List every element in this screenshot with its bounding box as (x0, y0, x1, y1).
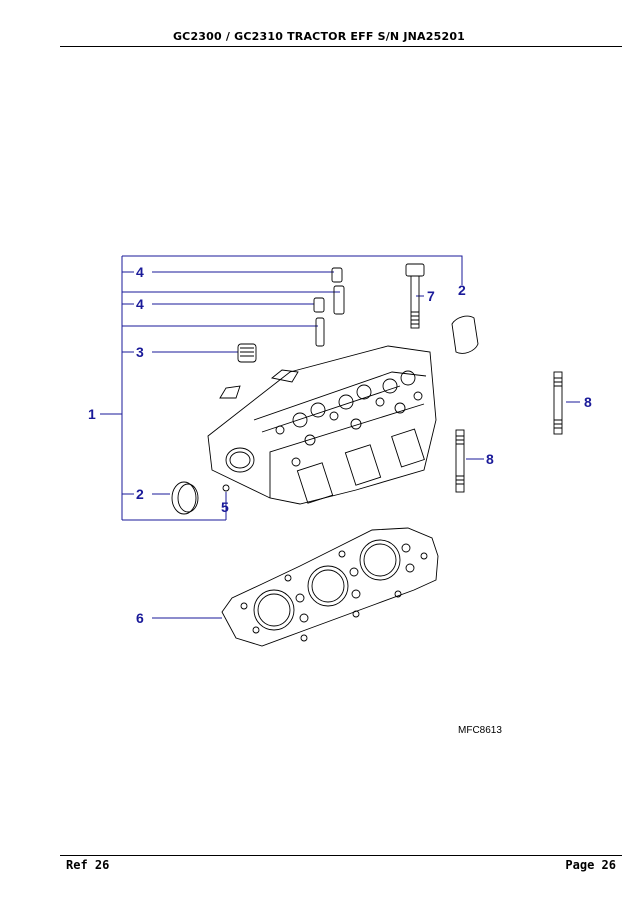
callout-6: 6 (136, 610, 144, 626)
page-number: Page 26 (565, 858, 616, 872)
callout-4-lower: 4 (136, 296, 144, 312)
ref-number: Ref 26 (66, 858, 110, 872)
callout-4-upper: 4 (136, 264, 144, 280)
leader-lines (100, 255, 580, 619)
callout-8-right: 8 (584, 394, 592, 410)
callout-7: 7 (427, 288, 435, 304)
footer-rule (60, 855, 622, 856)
callout-1: 1 (88, 406, 96, 422)
callout-2-plug: 2 (458, 282, 466, 298)
callout-5: 5 (221, 499, 229, 515)
header-rule (60, 46, 622, 47)
callout-2-ring: 2 (136, 486, 144, 502)
part-drawings (171, 263, 563, 647)
callout-3: 3 (136, 344, 144, 360)
page-title: GC2300 / GC2310 TRACTOR EFF S/N JNA25201 (172, 30, 466, 43)
drawing-code: MFC8613 (458, 725, 502, 736)
callout-8-lower: 8 (486, 451, 494, 467)
